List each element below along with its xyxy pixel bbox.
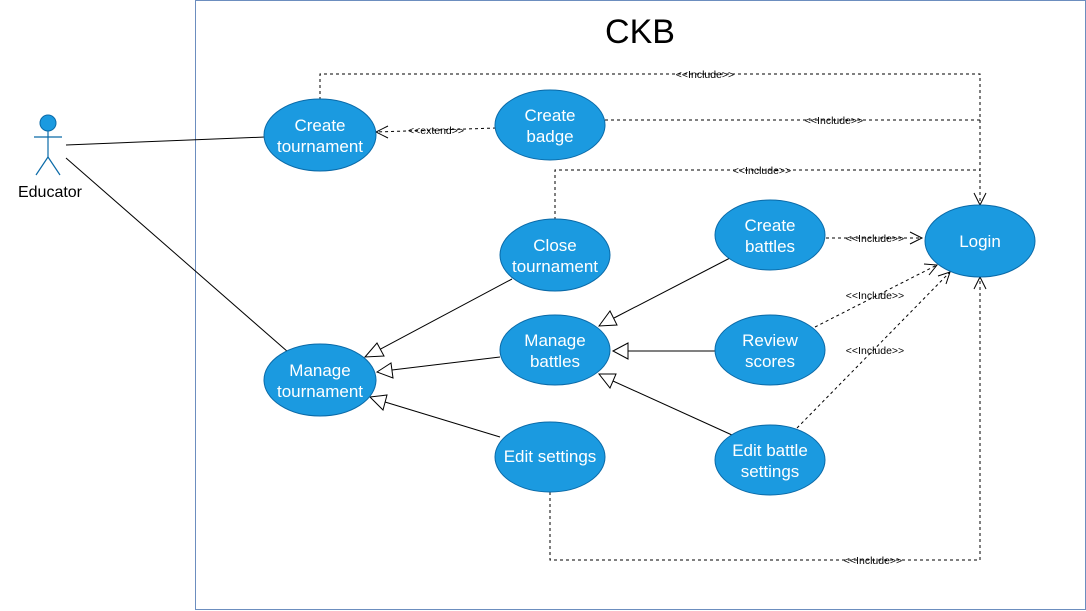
usecase-manage-battles-line1: Manage: [524, 331, 585, 350]
system-title: CKB: [605, 13, 675, 51]
usecase-create-tournament[interactable]: Create tournament: [263, 98, 377, 172]
gen-arrowhead-create-battles: [597, 310, 618, 327]
usecase-manage-tournament-line1: Manage: [289, 361, 350, 380]
include-arrowhead-edit-battle-settings: [937, 271, 951, 285]
include-review-scores-login: [814, 264, 938, 328]
usecase-edit-settings-line1: Edit settings: [504, 447, 597, 466]
gen-arrowhead-edit-settings: [368, 394, 388, 411]
actor-head: [39, 114, 57, 132]
usecase-review-scores-line2: scores: [745, 352, 795, 371]
include-label-create-battles: <<Include>>: [846, 233, 904, 245]
usecase-manage-tournament-line2: tournament: [277, 382, 363, 401]
actor-leg-right: [47, 156, 61, 176]
usecase-edit-battle-settings-line2: settings: [741, 462, 800, 481]
gen-arrowhead-manage-battles: [375, 362, 394, 379]
include-label-create-badge: <<Include>>: [805, 115, 863, 127]
extend-create-badge-create-tournament: [375, 127, 497, 133]
usecase-login-shape: [924, 204, 1036, 278]
usecase-manage-battles-shape: [499, 314, 611, 386]
include-create-tournament-login: [319, 73, 981, 205]
extend-label: <<extend>>: [408, 125, 464, 137]
include-edit-settings-login: [549, 277, 981, 561]
usecase-edit-battle-settings-line1: Edit battle: [732, 441, 808, 460]
usecase-edit-settings[interactable]: Edit settings: [494, 421, 606, 493]
usecase-create-tournament-shape: [263, 98, 377, 172]
svg-text:Edit settings: Edit settings: [504, 447, 597, 466]
usecase-create-battles-line1: Create: [744, 216, 795, 235]
gen-edit-settings: [384, 401, 501, 438]
usecase-login-line1: Login: [959, 232, 1001, 251]
usecase-close-tournament-line1: Close: [533, 236, 576, 255]
assoc-educator-manage-tournament: [65, 157, 289, 353]
gen-manage-battles: [391, 356, 501, 371]
usecase-create-tournament-line2: tournament: [277, 137, 363, 156]
usecase-edit-battle-settings-shape: [714, 424, 826, 496]
include-label-review-scores: <<Include>>: [846, 290, 904, 302]
gen-close-tournament: [376, 278, 513, 352]
usecase-manage-battles-line2: battles: [530, 352, 580, 371]
usecase-close-tournament-line2: tournament: [512, 257, 598, 276]
gen-arrowhead-close-tournament: [363, 342, 385, 358]
usecase-review-scores[interactable]: Review scores: [714, 314, 826, 386]
usecase-manage-tournament[interactable]: Manage tournament: [263, 343, 377, 417]
actor-label: Educator: [18, 184, 83, 201]
usecase-create-badge-line2: badge: [526, 127, 573, 146]
usecase-create-battles[interactable]: Create battles: [714, 199, 826, 271]
include-label-edit-settings: <<Include>>: [844, 555, 902, 567]
usecase-create-battles-line2: battles: [745, 237, 795, 256]
gen-edit-battle-settings: [612, 380, 733, 436]
usecase-create-badge[interactable]: Create badge: [494, 89, 606, 161]
usecase-review-scores-shape: [714, 314, 826, 386]
gen-arrowhead-review-scores: [611, 342, 629, 360]
svg-text:Login: Login: [959, 232, 1001, 251]
gen-create-battles: [613, 257, 731, 319]
usecase-login[interactable]: Login: [924, 204, 1036, 278]
usecase-edit-battle-settings[interactable]: Edit battle settings: [714, 424, 826, 496]
include-close-tournament-login: [554, 169, 980, 220]
system-boundary: [195, 0, 1086, 610]
include-arrowhead-review-scores: [923, 263, 938, 276]
usecase-close-tournament[interactable]: Close tournament: [499, 218, 611, 292]
usecase-manage-battles[interactable]: Manage battles: [499, 314, 611, 386]
actor-educator[interactable]: Educator: [18, 114, 83, 201]
usecase-create-badge-line1: Create: [524, 106, 575, 125]
actor-leg-left: [35, 156, 49, 176]
usecase-review-scores-line1: Review: [742, 331, 798, 350]
include-arrowhead-create-battles: [909, 231, 924, 245]
include-label-create-tournament: <<Include>>: [676, 69, 734, 81]
usecase-manage-tournament-shape: [263, 343, 377, 417]
usecase-create-tournament-line1: Create: [294, 116, 345, 135]
include-label-close-tournament: <<Include>>: [733, 165, 791, 177]
assoc-educator-create-tournament: [65, 136, 266, 146]
usecase-close-tournament-shape: [499, 218, 611, 292]
usecase-edit-settings-shape: [494, 421, 606, 493]
include-edit-battle-settings-login: [796, 271, 951, 429]
usecase-create-battles-shape: [714, 199, 826, 271]
usecase-create-badge-shape: [494, 89, 606, 161]
include-label-edit-battle-settings: <<Include>>: [846, 345, 904, 357]
gen-arrowhead-edit-battle-settings: [597, 373, 617, 389]
